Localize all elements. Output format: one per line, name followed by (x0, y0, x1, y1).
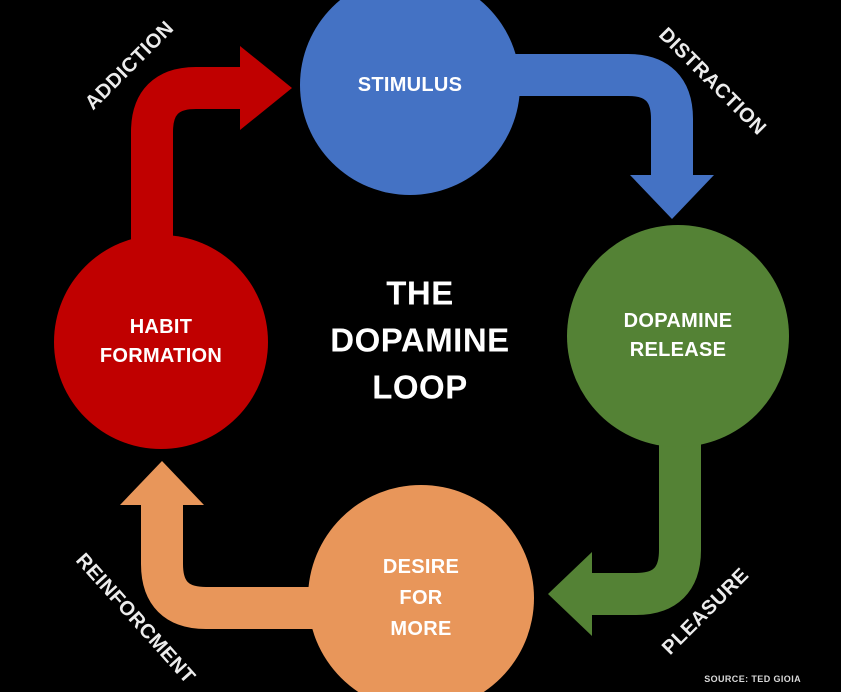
diagram-title-line1: THE (386, 274, 454, 312)
node-dopamine-release: DOPAMINE RELEASE (567, 225, 789, 447)
diagram-title: THE DOPAMINE LOOP (330, 270, 509, 411)
node-habit-formation-line1: HABIT (129, 316, 193, 338)
node-desire-for-more: DESIRE FOR MORE (308, 485, 534, 692)
node-dopamine-release-line2: RELEASE (629, 339, 727, 361)
node-habit-formation-label: HABIT FORMATION (100, 313, 222, 371)
node-stimulus: STIMULUS (300, 0, 520, 195)
node-desire-for-more-line3: MORE (390, 617, 452, 640)
node-habit-formation: HABIT FORMATION (54, 235, 268, 449)
node-dopamine-release-line1: DOPAMINE (623, 310, 733, 332)
pleasure-arrow (548, 440, 701, 636)
addiction-arrow (131, 46, 292, 250)
node-dopamine-release-label: DOPAMINE RELEASE (624, 307, 733, 365)
node-desire-for-more-line2: FOR (399, 586, 443, 609)
node-desire-for-more-line1: DESIRE (382, 555, 460, 578)
reinforcment-arrow (120, 461, 318, 629)
node-stimulus-label: STIMULUS (357, 73, 463, 96)
diagram-title-line3: LOOP (372, 368, 468, 406)
node-desire-for-more-label: DESIRE FOR MORE (383, 552, 459, 645)
distraction-arrow (515, 54, 714, 219)
node-habit-formation-line2: FORMATION (99, 345, 223, 367)
source-credit: SOURCE: TED GIOIA (704, 674, 801, 684)
diagram-title-line2: DOPAMINE (330, 321, 510, 359)
